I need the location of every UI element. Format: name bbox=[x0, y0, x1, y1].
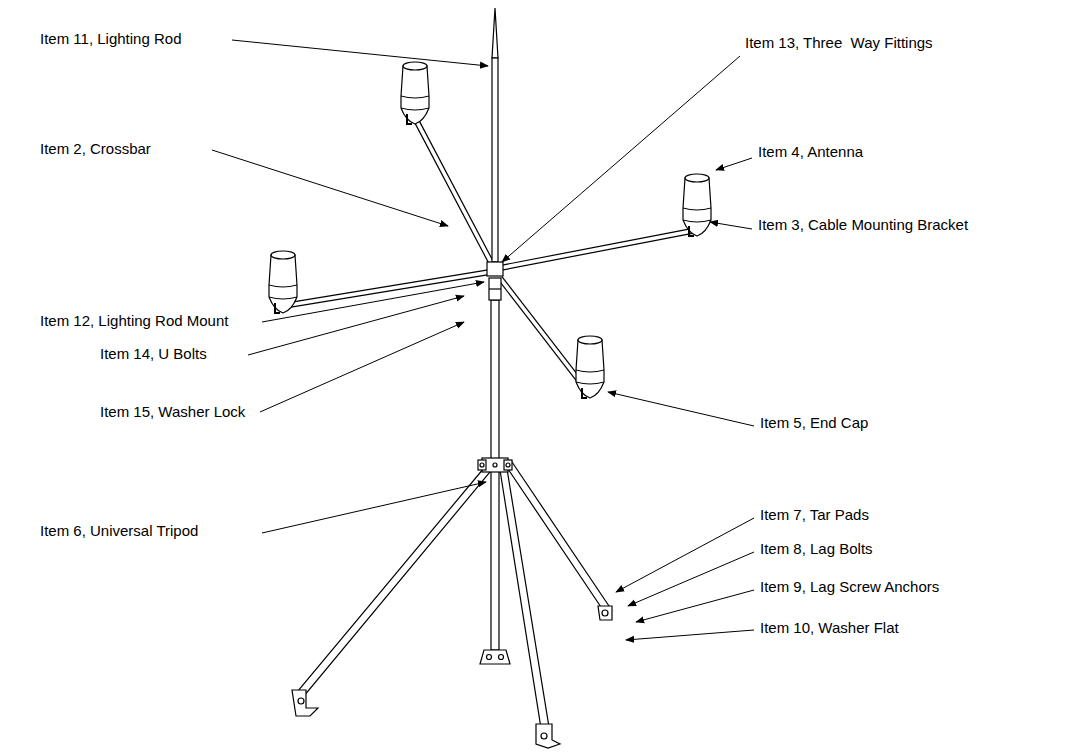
callout-label: Item 14, U Bolts bbox=[100, 345, 207, 363]
callout-label: Item 12, Lighting Rod Mount bbox=[40, 312, 228, 330]
mast-pole bbox=[478, 300, 512, 664]
callout-label: Item 13, Three Way Fittings bbox=[745, 34, 933, 52]
callout-label: Item 6, Universal Tripod bbox=[40, 522, 198, 540]
leader-line bbox=[212, 40, 754, 640]
callout-label: Item 15, Washer Lock bbox=[100, 403, 245, 421]
three-way-fitting bbox=[487, 262, 503, 300]
antenna bbox=[269, 62, 711, 398]
callout-label: Item 9, Lag Screw Anchors bbox=[760, 578, 939, 596]
callout-label: Item 7, Tar Pads bbox=[760, 506, 869, 524]
callout-label: Item 5, End Cap bbox=[760, 414, 868, 432]
crossbar bbox=[283, 118, 697, 392]
callout-label: Item 11, Lighting Rod bbox=[40, 30, 181, 48]
callout-label: Item 4, Antenna bbox=[758, 143, 863, 161]
lightning-rod bbox=[492, 8, 498, 262]
callout-label: Item 8, Lag Bolts bbox=[760, 540, 873, 558]
callout-label: Item 3, Cable Mounting Bracket bbox=[758, 216, 968, 234]
callout-label: Item 10, Washer Flat bbox=[760, 619, 899, 637]
callout-label: Item 2, Crossbar bbox=[40, 140, 151, 158]
universal-tripod bbox=[292, 462, 612, 748]
